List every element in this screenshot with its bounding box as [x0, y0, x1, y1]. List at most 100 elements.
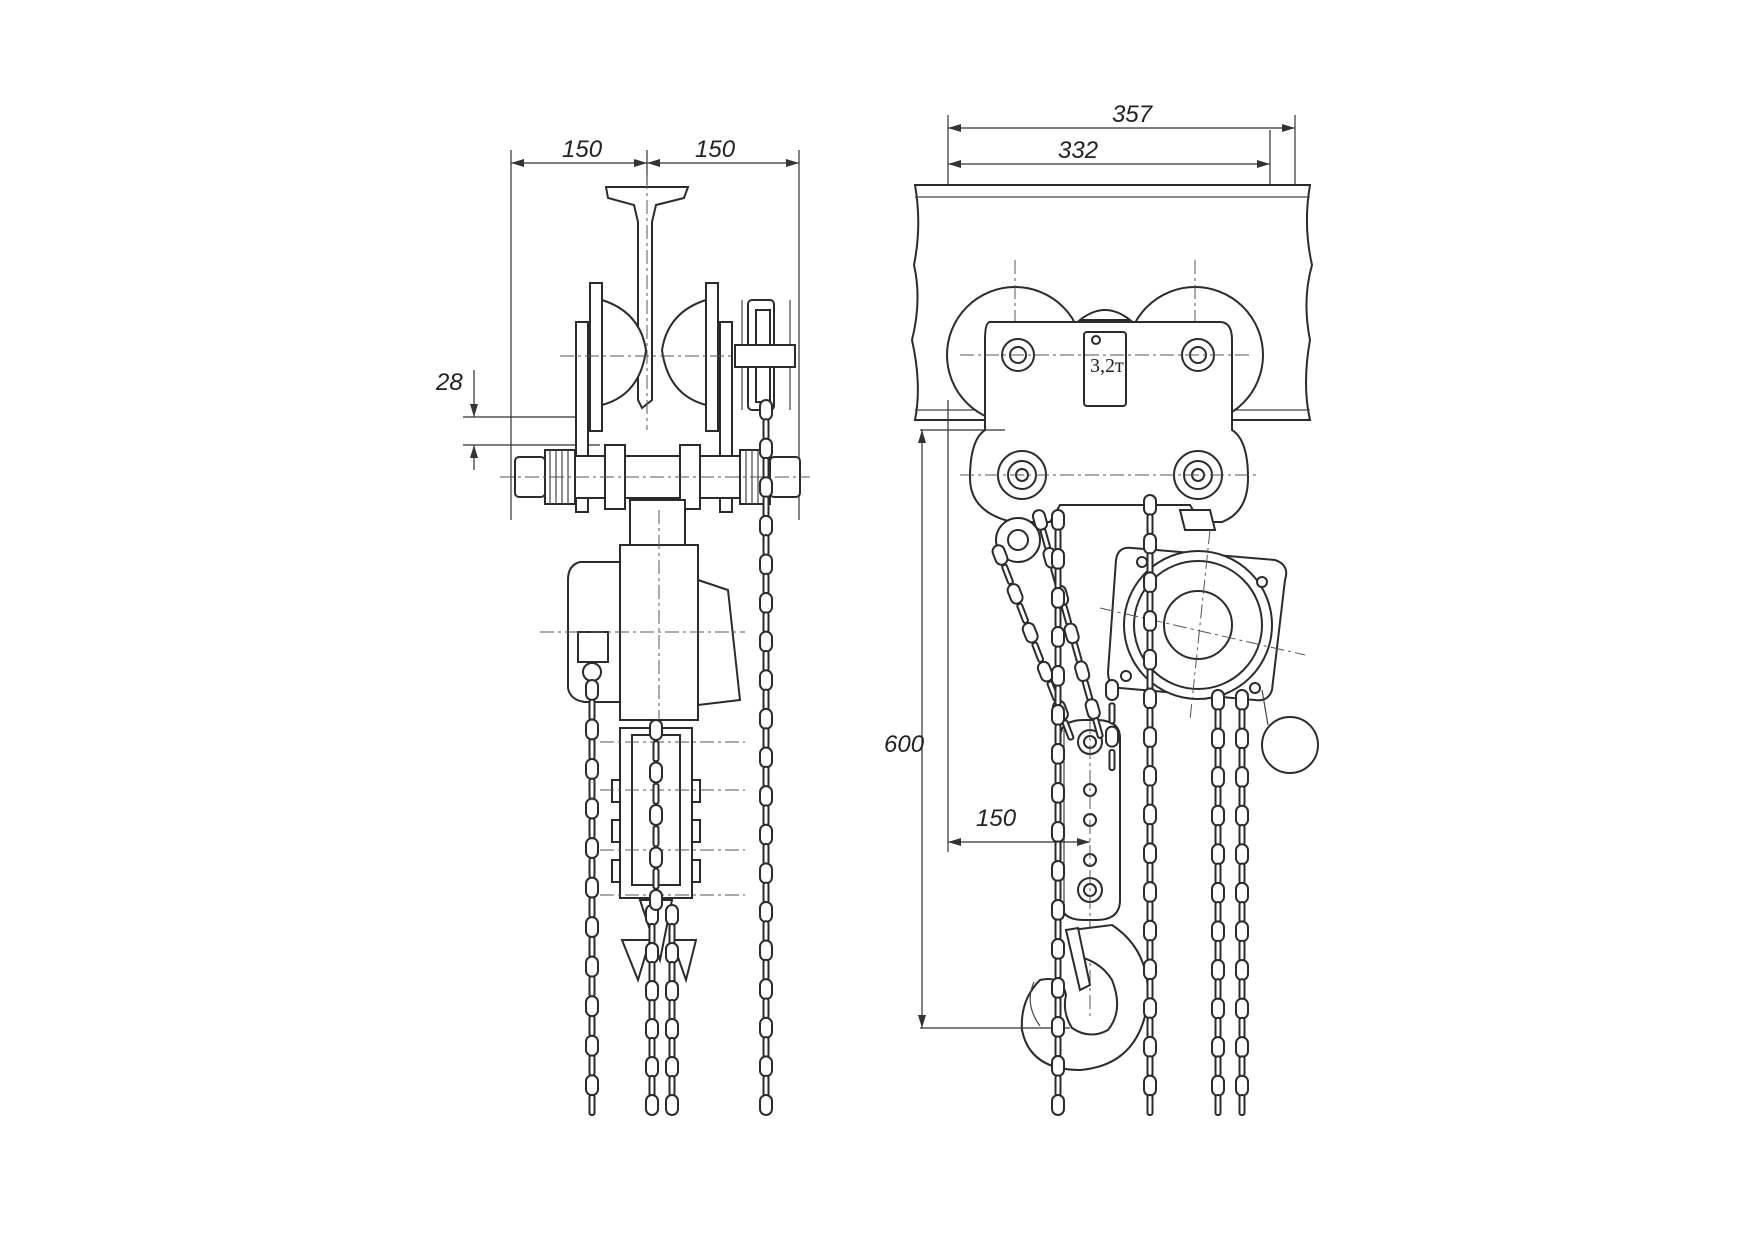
- hand-chain-front-1: [1051, 509, 1065, 1116]
- chain-link: [588, 896, 596, 919]
- chain-link: [1084, 698, 1101, 720]
- chain-link: [762, 881, 770, 904]
- chain-link: [588, 856, 596, 879]
- chain-link: [649, 846, 663, 869]
- hoist-body: [540, 499, 745, 721]
- chain-link: [759, 592, 773, 615]
- chain-link: [588, 935, 596, 958]
- chain-link: [1146, 552, 1154, 575]
- chain-link: [759, 939, 773, 962]
- chain-link: [759, 437, 773, 460]
- chain-link: [585, 1074, 599, 1097]
- chain-link: [1235, 881, 1249, 904]
- chain-link: [759, 669, 773, 692]
- i-beam: [604, 175, 690, 430]
- chain-link: [645, 942, 659, 964]
- chain-link: [652, 867, 660, 890]
- chain-link: [1211, 843, 1225, 866]
- chain-link: [759, 900, 773, 923]
- chain-link: [1143, 803, 1157, 826]
- chain-link: [1001, 563, 1014, 586]
- chain-link: [585, 955, 599, 978]
- chain-link: [1006, 583, 1024, 605]
- chain-link: [1143, 919, 1157, 942]
- chain-link: [648, 961, 656, 983]
- lower-block-chain: [649, 719, 663, 911]
- chain-link: [1054, 606, 1062, 629]
- load-chain-left-b: [665, 904, 679, 1116]
- chain-link: [1039, 528, 1051, 550]
- chain-link: [585, 758, 599, 781]
- chain-link: [652, 782, 660, 805]
- chain-link: [652, 825, 660, 848]
- chain-link: [762, 804, 770, 827]
- chain-link: [1211, 804, 1225, 827]
- load-chain-left-a: [645, 904, 659, 1116]
- chain-link: [645, 1018, 659, 1040]
- chain-link: [1238, 785, 1246, 808]
- chain-link: [759, 823, 773, 846]
- chain-link: [585, 837, 599, 860]
- chain-sheave: [734, 299, 796, 411]
- chain-link: [1051, 1055, 1065, 1077]
- chain-link: [1238, 978, 1246, 1001]
- chain-link: [1143, 764, 1157, 787]
- chain-link: [1238, 901, 1246, 924]
- chain-link: [1214, 824, 1222, 846]
- chain-link: [1031, 641, 1045, 663]
- chain-link: [585, 876, 599, 899]
- chain-link: [759, 630, 773, 653]
- chain-link: [1214, 1094, 1222, 1116]
- chain-link: [1054, 879, 1062, 902]
- chain-link: [759, 476, 773, 499]
- hand-chain-right: [759, 399, 773, 1116]
- chain-link: [668, 1075, 676, 1097]
- chain-link: [668, 1037, 676, 1059]
- chain-link: [762, 843, 770, 866]
- chain-link: [1214, 1016, 1222, 1039]
- chain-link: [1051, 587, 1065, 609]
- chain-link: [1143, 726, 1157, 749]
- chain-link: [1081, 679, 1094, 702]
- chain-link: [588, 1094, 596, 1116]
- chain-link: [1074, 660, 1091, 683]
- chain-link: [1143, 610, 1157, 633]
- chain-link: [665, 1018, 679, 1040]
- chain-link: [762, 765, 770, 788]
- chain-link: [1146, 745, 1154, 768]
- chain-link: [759, 399, 773, 421]
- chain-link: [1143, 842, 1157, 865]
- chain-link: [1021, 622, 1039, 644]
- chain-link: [762, 611, 770, 634]
- chain-link: [1214, 746, 1222, 769]
- load-chain-front-b: [1031, 509, 1104, 739]
- chain-link: [1054, 567, 1062, 590]
- chain-link: [1105, 725, 1119, 748]
- chain-link: [1016, 602, 1030, 624]
- chain-link: [759, 978, 773, 1001]
- chain-link: [1146, 784, 1154, 807]
- chain-link: [1146, 977, 1154, 1000]
- chain-link: [1214, 862, 1222, 885]
- chain-link: [1051, 509, 1065, 531]
- chain-link: [762, 649, 770, 672]
- chain-link: [588, 1054, 596, 1077]
- chain-link: [1054, 801, 1062, 824]
- chain-link: [1211, 689, 1225, 711]
- chain-link: [762, 688, 770, 711]
- chain-link: [1146, 629, 1154, 652]
- chain-link: [1092, 717, 1104, 739]
- chain-link: [1146, 823, 1154, 846]
- chain-link: [762, 495, 770, 518]
- chain-link: [588, 817, 596, 840]
- chain-link: [1214, 1055, 1222, 1078]
- chain-link: [1051, 548, 1065, 570]
- chain-link: [1143, 1074, 1157, 1097]
- chain-link: [1211, 1036, 1225, 1059]
- chain-link: [645, 980, 659, 1002]
- chain-link: [1214, 708, 1222, 731]
- chain-link: [1143, 532, 1157, 555]
- dim-label-150-hook: 150: [976, 805, 1017, 832]
- chain-link: [1054, 645, 1062, 668]
- chain-link: [1238, 862, 1246, 885]
